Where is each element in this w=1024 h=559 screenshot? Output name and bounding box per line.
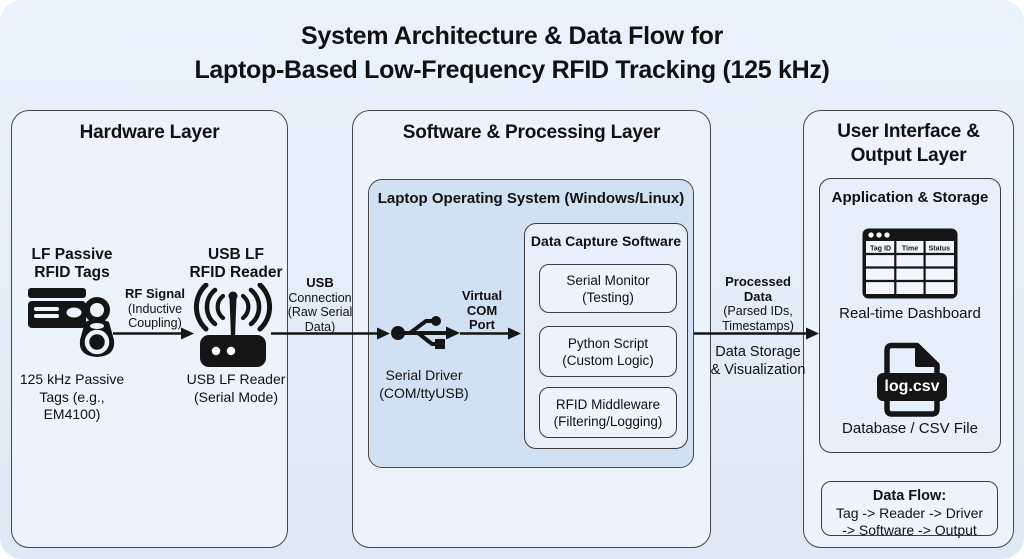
rfid-tags-icon xyxy=(28,288,115,357)
arrow-rf-signal-head xyxy=(181,327,194,340)
csv-badge: log.csv xyxy=(877,373,947,401)
rf-signal-line2: (Inductive xyxy=(127,301,183,316)
python-script-box: Python Script (Custom Logic) xyxy=(539,326,677,377)
usb-connection-line3: (Raw Serial xyxy=(287,305,353,319)
data-capture-heading: Data Capture Software xyxy=(530,233,682,249)
usb-connection-line2: Connection xyxy=(288,290,352,305)
virtual-com-line3: Port xyxy=(469,317,495,332)
hardware-layer-heading: Hardware Layer xyxy=(79,122,220,143)
software-layer-heading: Software & Processing Layer xyxy=(402,122,661,143)
tags-label: LF Passive RFID Tags xyxy=(32,246,113,281)
usb-connection-line4: Data) xyxy=(304,319,336,334)
serial-monitor-line1: Serial Monitor xyxy=(566,272,650,288)
database-caption: Database / CSV File xyxy=(842,420,978,437)
usb-connection-label: USB Connection (Raw Serial Data) xyxy=(287,275,353,334)
virtual-com-label: Virtual COM Port xyxy=(461,288,503,333)
hardware-layer-panel: Hardware Layer xyxy=(11,110,288,548)
page-title-line2: Laptop-Based Low-Frequency RFID Tracking… xyxy=(194,56,830,84)
python-script-line2: (Custom Logic) xyxy=(562,352,654,368)
rf-signal-label: RF Signal (Inductive Coupling) xyxy=(125,286,185,331)
page-title-line1: System Architecture & Data Flow for xyxy=(300,22,723,50)
reader-label: USB LF RFID Reader xyxy=(189,246,282,281)
ui-layer-heading-line1: User Interface & xyxy=(837,121,980,142)
reader-caption-line2: (Serial Mode) xyxy=(193,388,279,405)
python-script-line1: Python Script xyxy=(567,335,649,351)
dashboard-table-icon: Tag ID Time Status xyxy=(862,228,958,299)
serial-driver-caption: Serial Driver (COM/ttyUSB) xyxy=(379,367,468,402)
reader-label-line1: USB LF xyxy=(208,246,264,263)
rfid-middleware-line1: RFID Middleware xyxy=(555,396,661,412)
virtual-com-line1: Virtual xyxy=(461,288,503,303)
app-storage-panel: Application & Storage xyxy=(819,178,1001,453)
serial-driver-line1: Serial Driver xyxy=(385,367,463,383)
dashboard-col-time: Time xyxy=(902,246,918,253)
tags-caption: 125 kHz Passive Tags (e.g., EM4100) xyxy=(20,371,124,424)
data-storage-line2: & Visualization xyxy=(710,362,806,378)
data-flow-line2: -> Software -> Output xyxy=(842,522,977,538)
tags-caption-line2: Tags (e.g., xyxy=(39,388,105,405)
data-storage-label: Data Storage & Visualization xyxy=(711,343,806,379)
virtual-com-line2: COM xyxy=(466,302,498,318)
usb-reader-icon xyxy=(193,283,273,367)
reader-label-line2: RFID Reader xyxy=(189,263,283,281)
tags-label-line2: RFID Tags xyxy=(34,263,110,281)
ui-layer-heading-line2: Output Layer xyxy=(850,145,967,166)
serial-monitor-line2: (Testing) xyxy=(582,289,634,305)
usb-connection-line1: USB xyxy=(306,275,334,290)
rfid-middleware-box: RFID Middleware (Filtering/Logging) xyxy=(539,387,677,438)
reader-caption: USB LF Reader (Serial Mode) xyxy=(187,371,286,406)
tags-caption-line3: EM4100) xyxy=(43,406,101,422)
reader-caption-line1: USB LF Reader xyxy=(186,371,286,387)
data-flow-line1: Tag -> Reader -> Driver xyxy=(835,505,984,521)
rf-signal-line3: Coupling) xyxy=(128,316,182,330)
data-flow-box: Data Flow: Tag -> Reader -> Driver -> So… xyxy=(821,481,998,538)
processed-data-line1: Processed xyxy=(725,274,791,289)
processed-data-label: Processed Data (Parsed IDs, Timestamps) xyxy=(722,274,794,333)
tags-caption-line1: 125 kHz Passive xyxy=(19,371,125,387)
processed-data-line3: (Parsed IDs, xyxy=(723,304,793,318)
processed-data-line2: Data xyxy=(743,288,773,304)
serial-monitor-box: Serial Monitor (Testing) xyxy=(539,264,677,313)
serial-driver-line2: (COM/ttyUSB) xyxy=(379,384,469,401)
tags-label-line1: LF Passive xyxy=(31,246,113,263)
data-flow-heading: Data Flow: xyxy=(872,488,947,504)
data-storage-line1: Data Storage xyxy=(715,344,801,360)
processed-data-line4: Timestamps) xyxy=(722,318,794,333)
csv-file-icon xyxy=(884,342,940,417)
app-storage-heading: Application & Storage xyxy=(831,189,989,206)
laptop-os-heading: Laptop Operating System (Windows/Linux) xyxy=(377,190,685,207)
rfid-middleware-line2: (Filtering/Logging) xyxy=(553,413,663,429)
usb-symbol-icon xyxy=(391,316,460,349)
arrow-usb-connection-head xyxy=(377,327,390,340)
arrow-processed-data-head xyxy=(806,327,819,340)
dashboard-col-tagid: Tag ID xyxy=(870,246,891,253)
dashboard-caption: Real-time Dashboard xyxy=(839,305,981,322)
rf-signal-line1: RF Signal xyxy=(125,286,185,301)
dashboard-col-status: Status xyxy=(929,246,951,253)
arrow-virtual-com-head xyxy=(508,327,521,340)
